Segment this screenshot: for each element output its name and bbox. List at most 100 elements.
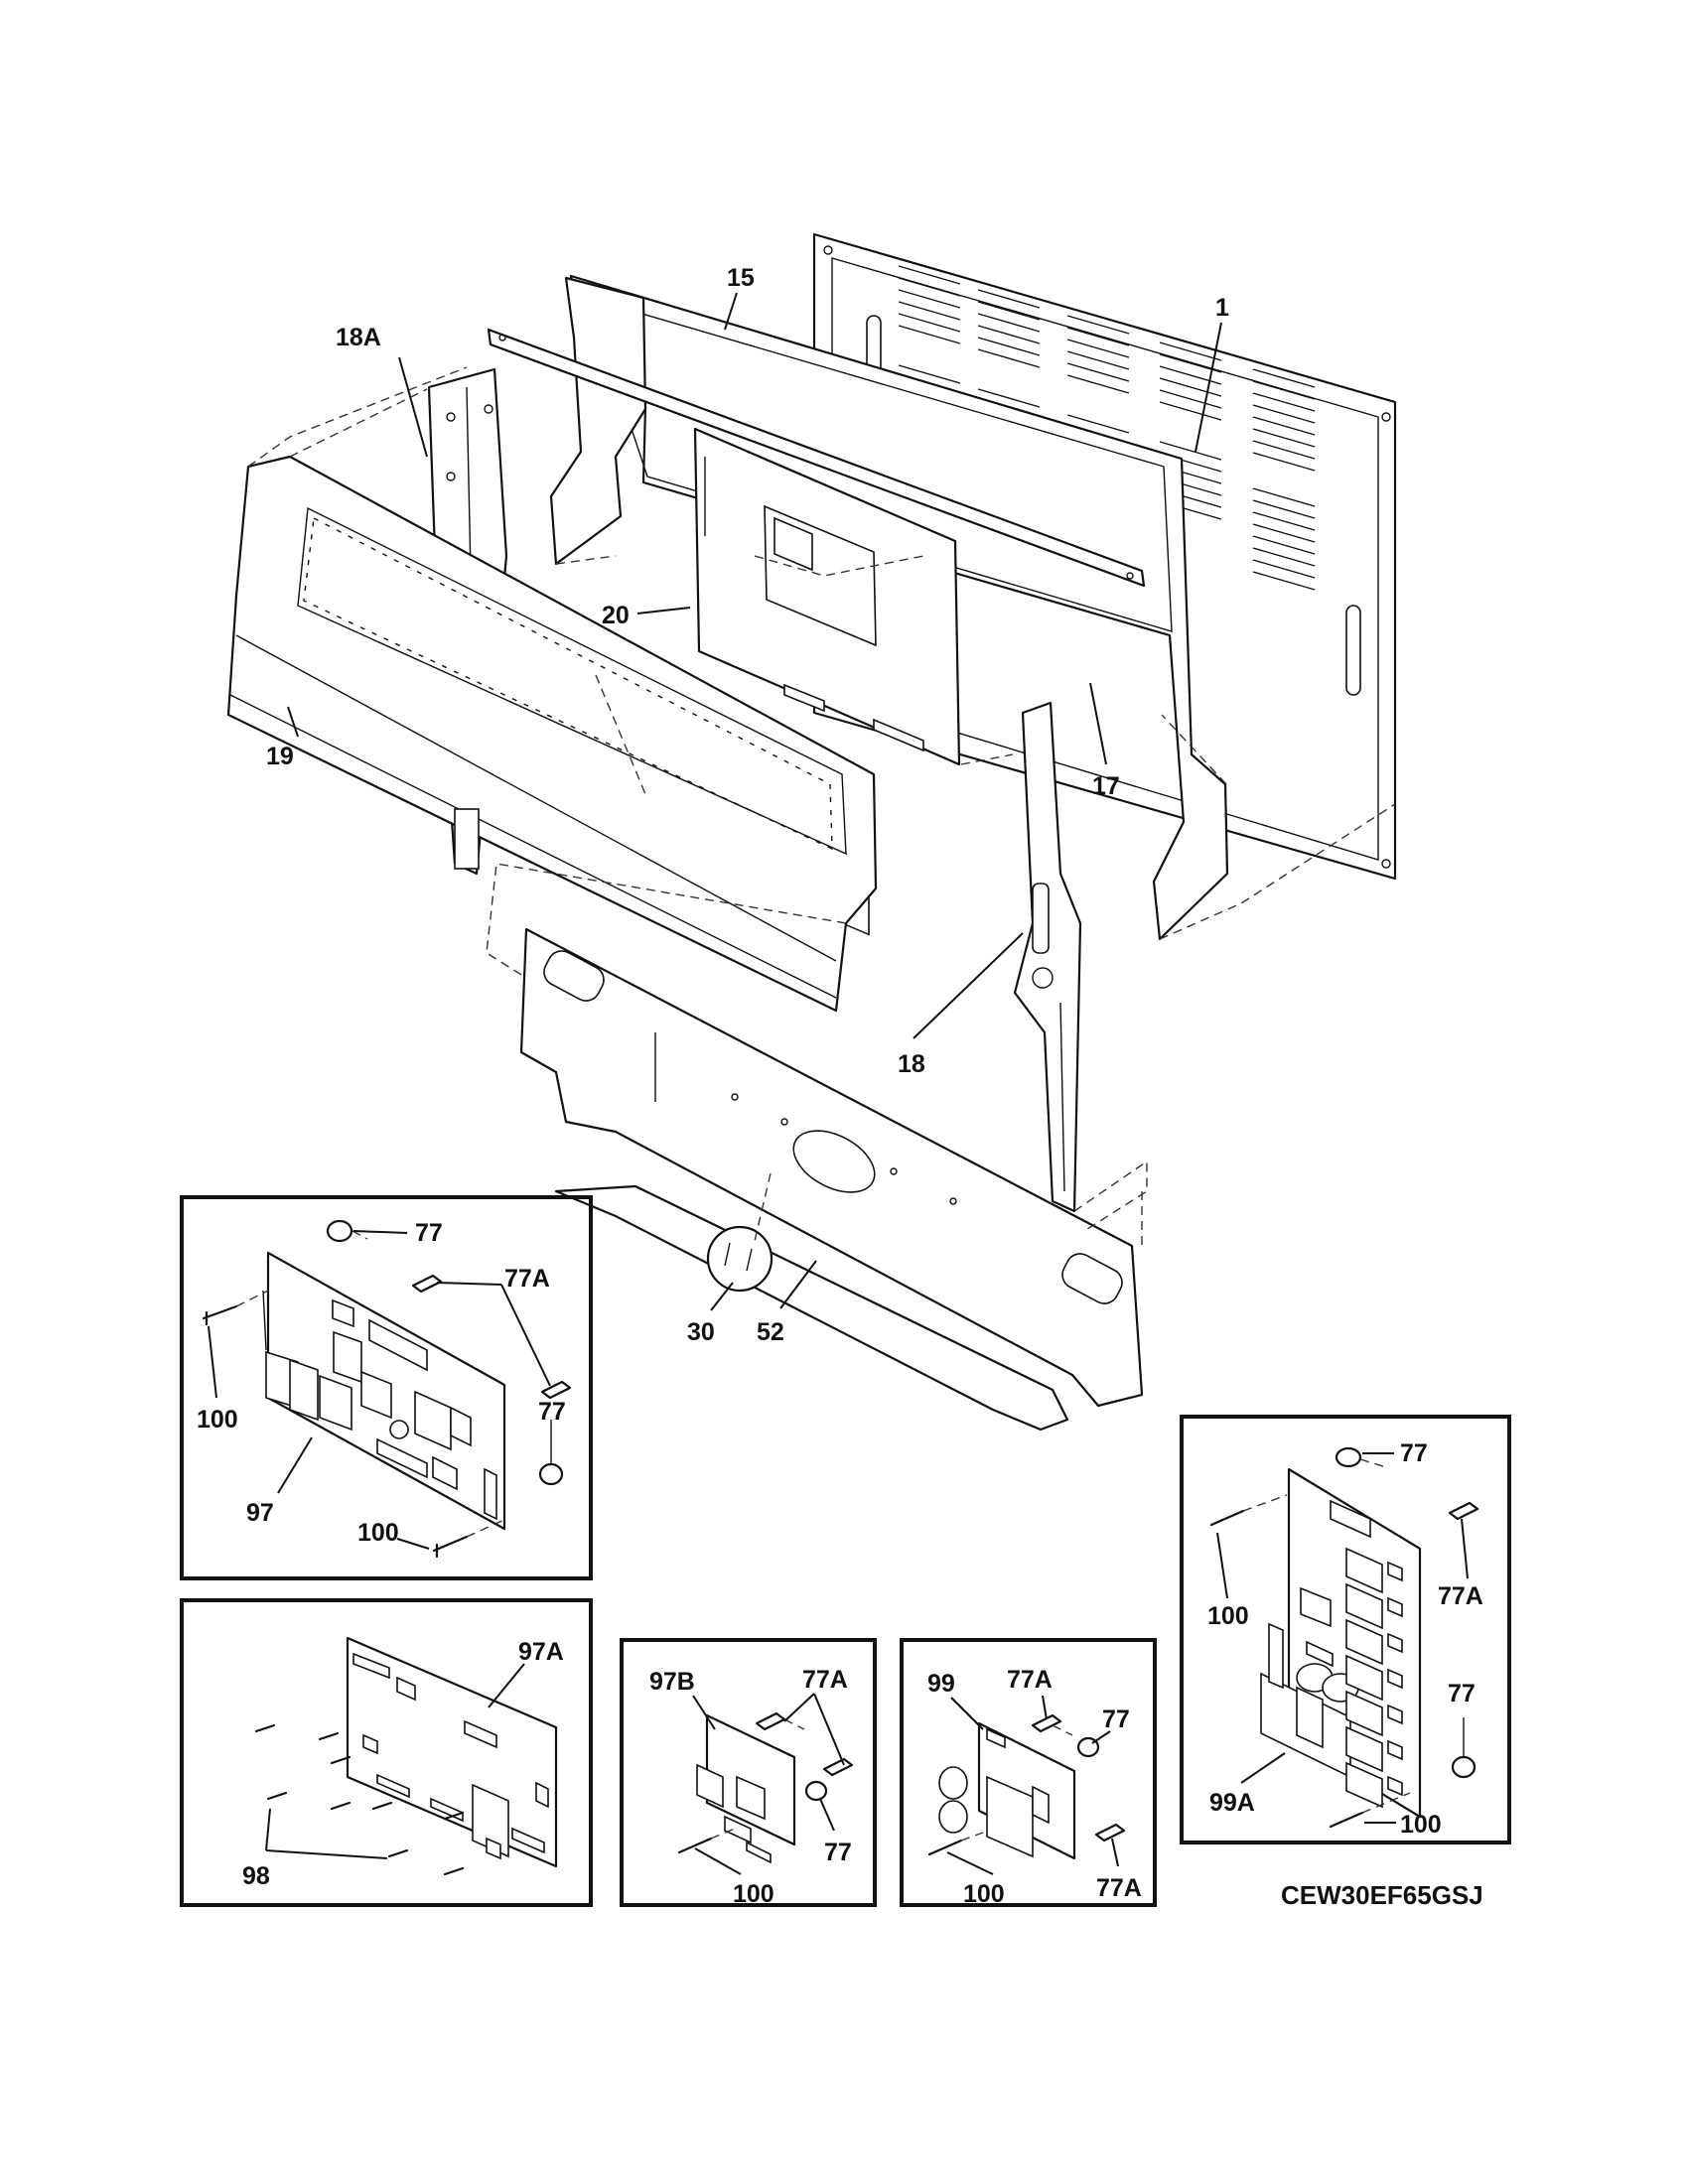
vent-slot (977, 289, 1041, 309)
callout-15: 15 (727, 264, 755, 292)
vent-slot (898, 313, 961, 333)
main-callouts: 1 15 17 18 18A 19 20 30 52 (266, 264, 1229, 1346)
vent-slot (1252, 499, 1316, 519)
vent-slot (1066, 327, 1130, 346)
screw-100-left (202, 1304, 238, 1326)
vent-slot (1252, 392, 1316, 412)
vent-slot (1159, 365, 1222, 385)
callout-b2-98: 98 (242, 1862, 270, 1890)
right-end-bracket (1013, 701, 1082, 1213)
callout-b5-77-top: 77 (1400, 1439, 1428, 1467)
vent-slot (1252, 404, 1316, 424)
vent-slot (1159, 389, 1222, 409)
relay (1345, 1547, 1383, 1594)
callout-b1-77-top: 77 (415, 1219, 443, 1247)
standoff-77-right (538, 1462, 564, 1486)
inset-board-97b: 97B 77A 77 100 (620, 1638, 877, 1908)
callout-b4-77a-bottom: 77A (1096, 1874, 1142, 1902)
vent-slot (977, 325, 1041, 344)
callout-52: 52 (757, 1318, 784, 1346)
vent-slot (1252, 571, 1316, 591)
vent-slot (1252, 428, 1316, 448)
callout-30: 30 (687, 1318, 715, 1346)
relay (1345, 1618, 1383, 1666)
vent-slot (898, 289, 961, 309)
callout-b1-77-right: 77 (538, 1398, 566, 1426)
standoff-77-top (326, 1219, 353, 1243)
vent-slot (977, 313, 1041, 333)
callout-b1-100-left: 100 (197, 1406, 238, 1433)
callout-b1-97: 97 (246, 1499, 274, 1527)
vent-slot (1159, 401, 1222, 421)
vent-slot (1252, 547, 1316, 567)
vent-slot (1252, 452, 1316, 472)
relay-terminal (1387, 1739, 1403, 1761)
relay-terminal (1387, 1596, 1403, 1618)
callout-1: 1 (1215, 294, 1229, 322)
callout-b4-100: 100 (963, 1880, 1005, 1908)
vent-slot (1159, 441, 1222, 461)
vent-slot (977, 348, 1041, 368)
callout-18a: 18A (336, 324, 381, 351)
callout-b3-97b: 97B (649, 1668, 695, 1696)
callout-b1-77a: 77A (504, 1265, 550, 1293)
callout-b3-77: 77 (824, 1839, 852, 1866)
inset-board-99: 99 77A 77 100 77A (900, 1638, 1157, 1908)
vent-slot (1252, 416, 1316, 436)
relay (1345, 1654, 1383, 1702)
callout-17: 17 (1092, 772, 1120, 800)
callout-19: 19 (266, 743, 294, 770)
lower-manifold-panel (519, 927, 1144, 1432)
vent-slot (1252, 368, 1316, 388)
relay-terminal (1387, 1668, 1403, 1690)
relay (1345, 1761, 1383, 1809)
vent-slot (898, 325, 961, 344)
relay-terminal (1387, 1561, 1403, 1582)
vent-slot (1066, 414, 1130, 434)
vent-slot (1252, 440, 1316, 460)
plug-cap (706, 1225, 774, 1293)
vent-slot (898, 265, 961, 285)
relay (1345, 1725, 1383, 1773)
vent-slot (1159, 377, 1222, 397)
model-code: CEW30EF65GSJ (1281, 1880, 1483, 1910)
callout-b1-100-bottom: 100 (357, 1519, 399, 1547)
vent-slot (1066, 339, 1130, 358)
vent-slot (1252, 380, 1316, 400)
callout-b5-99a: 99A (1209, 1789, 1255, 1817)
vent-slot (1066, 315, 1130, 335)
callout-b3-100: 100 (733, 1880, 774, 1908)
vent-slot (1159, 341, 1222, 361)
assembly-lines (247, 366, 1396, 1251)
callout-b4-99: 99 (927, 1670, 955, 1698)
vent-slot (977, 301, 1041, 321)
callout-b2-97a: 97A (518, 1638, 564, 1666)
callout-b4-77a-top: 77A (1007, 1666, 1053, 1694)
callout-b5-100-left: 100 (1207, 1602, 1249, 1630)
vent-slot (1066, 362, 1130, 382)
clip-77a-1 (411, 1274, 443, 1294)
vent-slot (898, 301, 961, 321)
vent-slot (977, 337, 1041, 356)
callout-b3-77a: 77A (802, 1666, 848, 1694)
relay (1345, 1690, 1383, 1737)
inset-board-97: 77 77A 100 77 97 100 (180, 1195, 593, 1580)
inset-board-99a: 77 100 77A 77 99A 100 (1180, 1415, 1511, 1844)
vent-slot (1252, 523, 1316, 543)
vent-slot (1252, 511, 1316, 531)
control-panel-frame (549, 274, 1229, 941)
vent-slot (1066, 374, 1130, 394)
vent-slot (1252, 487, 1316, 507)
screw-100-bottom (432, 1535, 469, 1559)
vent-slot (898, 277, 961, 297)
callout-b5-77a: 77A (1438, 1582, 1483, 1610)
clip-77a-2 (540, 1380, 572, 1400)
vent-slot (977, 388, 1041, 408)
callout-b4-77: 77 (1102, 1706, 1130, 1733)
vent-slot (1066, 350, 1130, 370)
callout-b5-77-mid: 77 (1448, 1680, 1476, 1707)
inset-board-97a: 97A 98 (180, 1598, 593, 1907)
callout-b5-100-bottom: 100 (1400, 1811, 1442, 1839)
relay-terminal (1387, 1632, 1403, 1654)
